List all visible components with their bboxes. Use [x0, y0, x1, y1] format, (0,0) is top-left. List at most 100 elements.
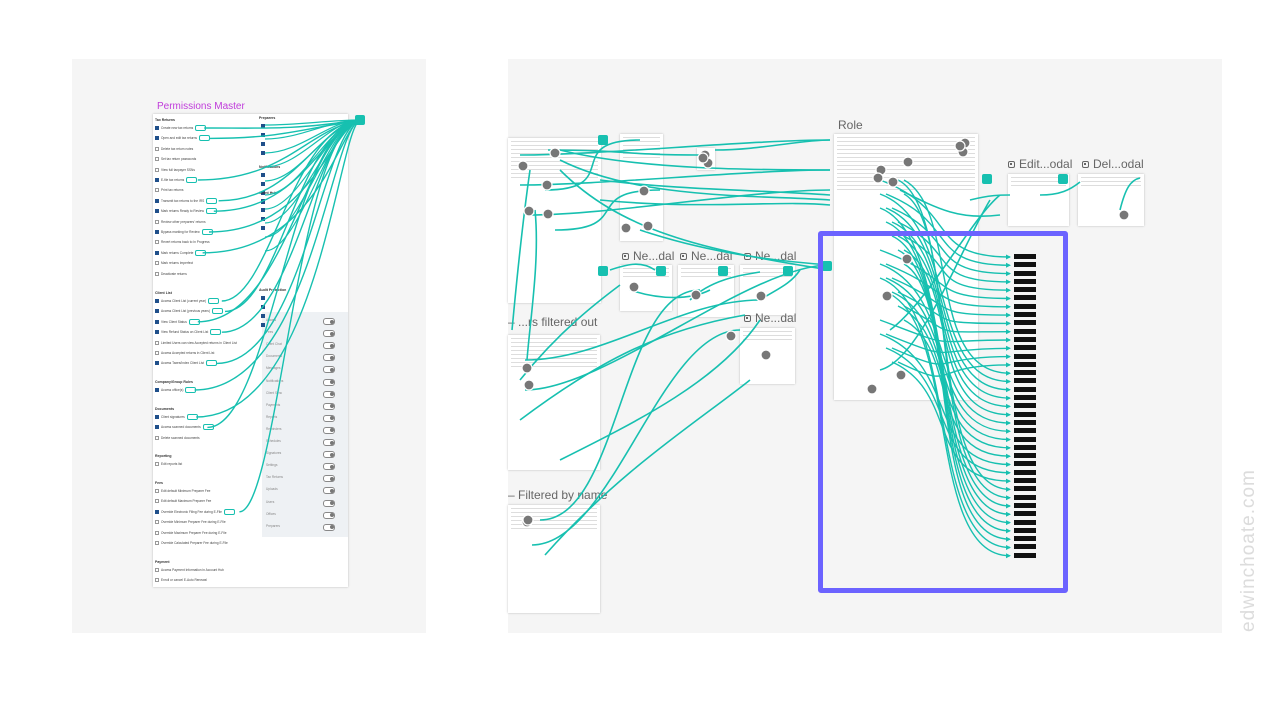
permission-checkbox[interactable] [155, 178, 159, 182]
permission-checkbox[interactable] [155, 219, 159, 224]
permission-checkbox[interactable] [155, 489, 159, 493]
permission-row[interactable] [261, 207, 267, 213]
permission-checkbox[interactable] [155, 319, 159, 324]
permission-checkbox[interactable] [155, 261, 159, 266]
permission-checkbox[interactable] [155, 240, 159, 245]
permission-checkbox[interactable] [155, 136, 159, 141]
hotspot-link-icon[interactable] [211, 308, 223, 315]
permission-checkbox[interactable] [155, 520, 159, 525]
frame-label-new-modal-1[interactable]: Ne...dal [622, 249, 674, 263]
permission-row[interactable]: Limited Users can view Accepted returns … [155, 340, 237, 346]
permission-checkbox[interactable] [155, 340, 159, 345]
hotspot-node[interactable] [895, 369, 907, 381]
permission-checkbox[interactable] [155, 351, 159, 355]
permission-checkbox[interactable] [155, 435, 159, 440]
hotspot-node[interactable] [638, 185, 650, 197]
hotspot-node[interactable] [887, 176, 899, 188]
permission-row[interactable]: Access Client List (previous years) [155, 308, 223, 315]
hotspot-link-icon[interactable] [223, 508, 235, 515]
hotspot-link-icon[interactable] [208, 298, 220, 304]
permission-row[interactable]: Review other preparers' returns [155, 219, 206, 225]
permission-row[interactable] [261, 322, 267, 328]
permission-row[interactable]: Override Minimum Preparer Fee during E-F… [155, 519, 226, 525]
toggle-switch[interactable] [323, 499, 335, 507]
permission-row[interactable]: Access Accepted returns in Client List [155, 350, 214, 356]
permission-row[interactable]: Revert returns back to In Progress [155, 239, 210, 245]
permission-row[interactable]: Edit default Maximum Preparer Fee [155, 498, 211, 504]
toggle-switch[interactable] [323, 523, 335, 531]
toggle-switch[interactable] [323, 463, 335, 471]
permission-checkbox[interactable] [155, 530, 159, 535]
hotspot-link-icon[interactable] [210, 329, 222, 336]
permission-row[interactable]: Override Electronic Filing Fee during E-… [155, 508, 235, 515]
permission-checkbox[interactable] [155, 309, 159, 314]
permission-checkbox[interactable] [155, 230, 159, 234]
permission-checkbox[interactable] [155, 250, 159, 255]
permission-checkbox[interactable] [155, 198, 159, 203]
permission-row[interactable]: Enroll or cancel E-Auto Renewal [155, 577, 207, 583]
frame-label-delete-modal[interactable]: Del...odal [1082, 157, 1144, 171]
permission-checkbox[interactable] [155, 462, 159, 466]
permission-row[interactable]: Transmit tax returns to the IRS [155, 197, 218, 204]
flow-start-icon[interactable] [656, 266, 666, 276]
toggle-switch[interactable] [323, 451, 335, 459]
permission-checkbox[interactable] [261, 226, 265, 230]
hotspot-node[interactable] [523, 379, 535, 391]
permission-checkbox[interactable] [155, 188, 159, 193]
permission-checkbox[interactable] [261, 173, 265, 177]
flow-start-icon[interactable] [718, 266, 728, 276]
toggle-switch[interactable] [323, 402, 335, 410]
frame-label-new-modal-2[interactable]: Ne...dal [680, 249, 732, 263]
link-start-icon[interactable] [355, 115, 365, 125]
hotspot-node[interactable] [690, 289, 702, 301]
flow-start-icon[interactable] [598, 135, 608, 145]
permission-row[interactable]: Access Taxes/Index Client List [155, 360, 217, 367]
frame-label-role[interactable]: Role [838, 118, 863, 132]
hotspot-node[interactable] [521, 362, 533, 374]
hotspot-node[interactable] [697, 152, 709, 164]
permission-checkbox[interactable] [155, 209, 159, 214]
hotspot-link-icon[interactable] [206, 197, 218, 204]
toggle-switch[interactable] [323, 354, 335, 362]
toggle-switch[interactable] [323, 475, 335, 483]
hotspot-node[interactable] [541, 179, 553, 191]
hotspot-node[interactable] [620, 222, 632, 234]
permission-row[interactable] [261, 313, 267, 319]
permission-checkbox[interactable] [155, 271, 159, 276]
permission-checkbox[interactable] [155, 167, 159, 172]
hotspot-node[interactable] [755, 290, 767, 302]
frame-label-new-modal-4[interactable]: Ne...dal [744, 311, 796, 325]
permission-checkbox[interactable] [155, 578, 159, 583]
permission-checkbox[interactable] [155, 388, 159, 392]
permission-checkbox[interactable] [261, 323, 265, 327]
permission-checkbox[interactable] [155, 330, 159, 335]
permission-row[interactable]: Access Client List (current year) [155, 298, 220, 304]
toggle-switch[interactable] [323, 330, 335, 338]
permission-checkbox[interactable] [155, 568, 159, 572]
flow-start-icon[interactable] [783, 266, 793, 276]
hotspot-link-icon[interactable] [206, 360, 217, 367]
permission-row[interactable]: View full taxpayer SSNs [155, 167, 195, 173]
hotspot-node[interactable] [881, 290, 893, 302]
hotspot-node[interactable] [642, 220, 654, 232]
permission-row[interactable] [261, 141, 267, 147]
permission-row[interactable]: Access Payment Information in Account Hu… [155, 567, 224, 573]
permission-row[interactable] [261, 172, 267, 178]
permission-row[interactable]: Set tax return passwords [155, 156, 196, 162]
permission-checkbox[interactable] [261, 182, 265, 186]
toggle-switch[interactable] [323, 342, 335, 350]
toggle-switch[interactable] [323, 390, 335, 398]
toggle-switch[interactable] [323, 511, 335, 519]
toggle-switch[interactable] [323, 378, 335, 386]
hotspot-node[interactable] [549, 147, 561, 159]
permission-row[interactable]: Deactivate returns [155, 271, 187, 277]
permission-row[interactable] [261, 181, 267, 187]
hotspot-node[interactable] [954, 140, 966, 152]
hotspot-node[interactable] [760, 349, 772, 361]
permission-row[interactable]: E-file tax returns [155, 177, 198, 183]
permission-checkbox[interactable] [155, 541, 159, 545]
permission-row[interactable]: Delete scanned documents [155, 435, 200, 441]
hotspot-node[interactable] [866, 383, 878, 395]
permission-checkbox[interactable] [261, 208, 265, 212]
hotspot-node[interactable] [1118, 209, 1130, 221]
